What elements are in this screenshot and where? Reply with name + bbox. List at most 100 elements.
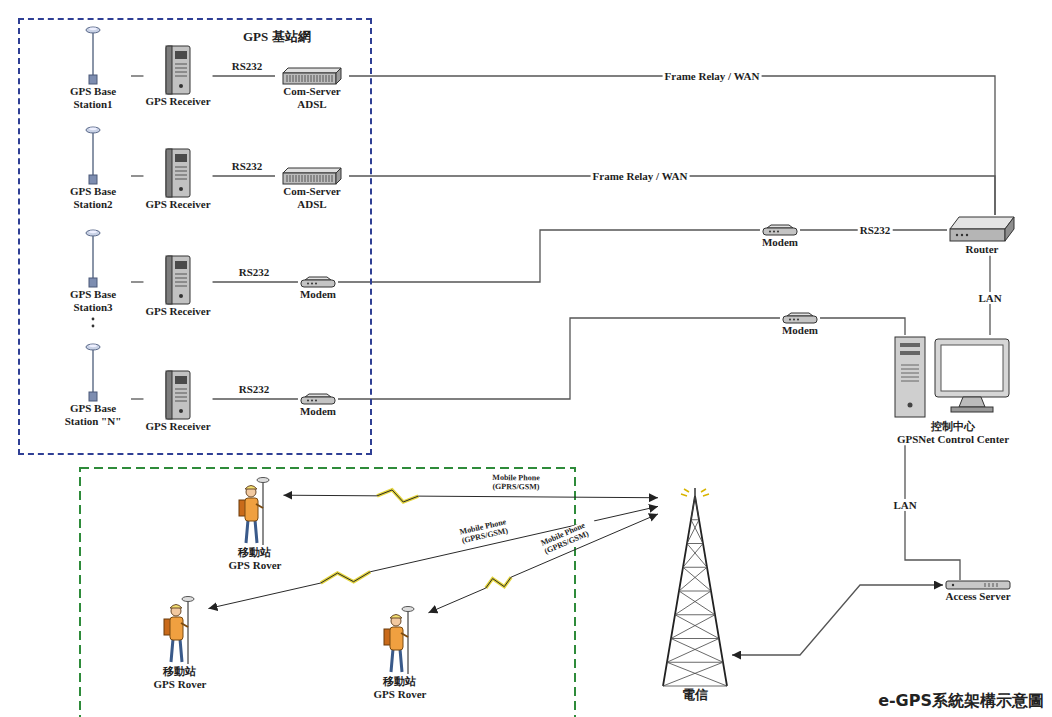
antenna-icon-part <box>89 392 97 401</box>
receiver-icon-part <box>175 376 187 384</box>
antenna-icon-part <box>89 27 97 30</box>
connector-line <box>208 506 658 608</box>
receiver-icon <box>165 255 191 305</box>
modem-icon-box <box>300 276 336 288</box>
receiver-icon <box>165 370 191 420</box>
connector-line <box>131 75 143 76</box>
antenna-icon-part <box>86 230 100 236</box>
connector-line <box>213 281 298 282</box>
node-label: Com-Server ADSL <box>277 185 347 210</box>
receiver-icon-part <box>166 371 172 419</box>
connector-label: Mobile Phone (GPRS/GSM) <box>531 517 600 560</box>
connector-line <box>213 398 298 399</box>
antenna-icon-part <box>92 131 94 176</box>
rover-icon-box <box>160 595 200 665</box>
connector-line <box>820 318 905 335</box>
access-server-icon-part <box>952 584 954 586</box>
wireless-link <box>283 490 658 502</box>
connector-label: RS232 <box>237 266 272 278</box>
rover-icon-part <box>262 480 264 545</box>
wired-link <box>131 76 143 77</box>
rover-region <box>80 468 575 717</box>
connector-label: Mobile Phone (GPRS/GSM) <box>449 515 519 547</box>
connector-line <box>800 229 947 230</box>
connector-label: Mobile Phone (GPRS/GSM) <box>482 474 550 492</box>
rover-icon-part <box>246 520 257 543</box>
gps-rover: 移動站GPS Rover <box>152 595 209 690</box>
com-server-icon-part <box>287 175 332 182</box>
wired-link <box>131 282 143 283</box>
wired-link <box>213 399 298 400</box>
modem-icon-part <box>301 280 335 287</box>
modem-icon-part <box>763 228 797 235</box>
receiver-icon-part <box>175 64 187 76</box>
router: Router <box>947 215 1017 256</box>
antenna-icon-part <box>86 27 100 33</box>
rover-icon-part <box>181 623 188 627</box>
rover-icon <box>380 605 420 675</box>
node-label: GPS Base Station3 <box>57 288 129 313</box>
modem-icon-part <box>301 397 335 404</box>
receiver-icon-part <box>166 46 172 94</box>
rover-icon <box>235 476 275 546</box>
base-station: GPS Base Station1 <box>55 25 131 110</box>
receiver-icon-part <box>179 84 183 88</box>
computer-icon-part <box>908 403 913 408</box>
router-icon-part <box>966 234 968 236</box>
modem-icon-box <box>762 224 798 236</box>
rover-icon-part <box>245 498 258 521</box>
receiver-icon-part <box>175 274 187 286</box>
antenna-icon-part <box>92 234 94 279</box>
tower-icon-part <box>667 639 723 663</box>
antenna-icon-part <box>89 230 97 233</box>
rover-icon-part <box>390 627 403 650</box>
tower-icon-part <box>663 496 727 686</box>
antenna-icon-part <box>86 127 100 133</box>
tower-icon-box <box>660 488 730 688</box>
modem: Modem <box>298 393 338 418</box>
receiver-icon-box <box>165 255 191 305</box>
com-server-icon-part <box>336 168 341 184</box>
computer-icon-part <box>901 365 919 381</box>
rover-icon-part <box>182 597 194 602</box>
modem-icon-part <box>789 319 791 321</box>
connector-label: LAN <box>976 292 1003 304</box>
wired-link <box>213 282 298 283</box>
control-center: 控制中心GPSNet Control Center <box>891 335 1015 445</box>
node-label: Access Server <box>945 590 1010 603</box>
node-label: GPS Receiver <box>145 198 210 211</box>
com-server: Com-Server ADSL <box>275 167 349 210</box>
tower-icon-part <box>679 567 711 591</box>
connector-line <box>428 514 658 613</box>
receiver-icon-part <box>175 51 187 59</box>
ellipsis-dot <box>92 325 95 328</box>
comserver-icon-box <box>282 67 342 85</box>
receiver-icon-part <box>166 256 190 304</box>
wired-link <box>349 76 995 215</box>
com-server-icon-part <box>283 168 341 173</box>
com-server-icon-part <box>283 68 341 73</box>
connector-line <box>338 318 780 399</box>
wired-link <box>338 318 780 399</box>
connector-label: Frame Relay / WAN <box>663 70 762 82</box>
receiver-icon-part <box>166 149 190 197</box>
rover-icon <box>160 595 200 665</box>
node-label: GPS Rover <box>229 559 282 572</box>
antenna-icon-box <box>85 125 101 185</box>
node-label: GPS Receiver <box>145 420 210 433</box>
router-icon-box <box>949 215 1015 243</box>
modem-icon <box>762 224 798 236</box>
caption: e-GPS系統架構示意圖 <box>878 691 1044 712</box>
computer-icon-part <box>900 343 920 347</box>
router-icon-part <box>950 217 1014 229</box>
antenna-icon <box>85 25 101 85</box>
modem-icon-part <box>307 283 309 285</box>
receiver-icon-part <box>166 371 190 419</box>
region-title: GPS 基站網 <box>243 30 311 45</box>
receiver-icon-part <box>179 409 183 413</box>
computer-icon-part <box>935 339 1009 397</box>
receiver-icon-part <box>175 261 187 269</box>
